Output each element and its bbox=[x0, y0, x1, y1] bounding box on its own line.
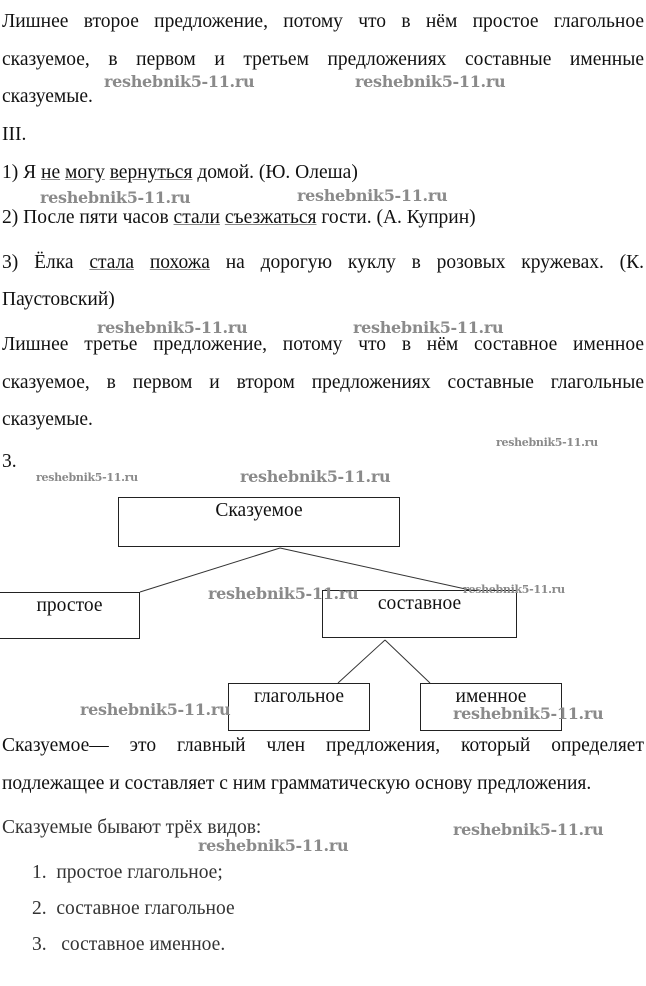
watermark: reshebnik5-11.ru bbox=[453, 704, 604, 723]
watermark: reshebnik5-11.ru bbox=[104, 72, 255, 91]
watermark: reshebnik5-11.ru bbox=[36, 471, 138, 484]
watermark: reshebnik5-11.ru bbox=[463, 583, 565, 596]
diagram-verbal-box: глагольное bbox=[228, 683, 370, 731]
watermark: reshebnik5-11.ru bbox=[496, 436, 598, 449]
paragraph2-line3: сказуемые. bbox=[2, 409, 93, 430]
paragraph2-line2: сказуемое, в первом и втором предложения… bbox=[2, 372, 644, 393]
diagram-nominal-box: именное bbox=[420, 683, 562, 731]
paragraph1-line1: Лишнее второе предложение, потому что в … bbox=[2, 11, 644, 32]
sentence-3-cont: Паустовский) bbox=[2, 289, 115, 310]
list-item: 1. простое глагольное; bbox=[32, 862, 223, 883]
watermark: reshebnik5-11.ru bbox=[355, 72, 506, 91]
list-item: 3. составное именное. bbox=[32, 934, 226, 955]
watermark: reshebnik5-11.ru bbox=[353, 318, 504, 337]
definition-line2: подлежащее и составляет с ним грамматиче… bbox=[2, 773, 592, 794]
watermark: reshebnik5-11.ru bbox=[40, 188, 191, 207]
watermark: reshebnik5-11.ru bbox=[208, 584, 359, 603]
sentence-2: 2) После пяти часов стали съезжаться гос… bbox=[2, 207, 476, 228]
watermark: reshebnik5-11.ru bbox=[453, 820, 604, 839]
diagram-compound-box: составное bbox=[322, 590, 517, 638]
section-roman: III. bbox=[2, 124, 27, 145]
watermark: reshebnik5-11.ru bbox=[80, 700, 231, 719]
watermark: reshebnik5-11.ru bbox=[97, 318, 248, 337]
watermark: reshebnik5-11.ru bbox=[297, 186, 448, 205]
paragraph1-line2: сказуемое, в первом и третьем предложени… bbox=[2, 49, 644, 70]
diagram-simple-box: простое bbox=[0, 592, 140, 639]
types-intro: Сказуемые бывают трёх видов: bbox=[2, 817, 262, 838]
section-num: 3. bbox=[2, 451, 17, 472]
watermark: reshebnik5-11.ru bbox=[198, 836, 349, 855]
paragraph2-line1: Лишнее третье предложение, потому что в … bbox=[2, 334, 644, 355]
definition-line1: Сказуемое— это главный член предложения,… bbox=[2, 735, 644, 756]
sentence-3: 3) Ёлка стала похожа на дорогую куклу в … bbox=[2, 252, 645, 273]
paragraph1-line3: сказуемые. bbox=[2, 86, 93, 107]
list-item: 2. составное глагольное bbox=[32, 898, 235, 919]
sentence-1: 1) Я не могу вернуться домой. (Ю. Олеша) bbox=[2, 162, 358, 183]
watermark: reshebnik5-11.ru bbox=[240, 467, 391, 486]
diagram-root-box: Сказуемое bbox=[118, 497, 400, 547]
